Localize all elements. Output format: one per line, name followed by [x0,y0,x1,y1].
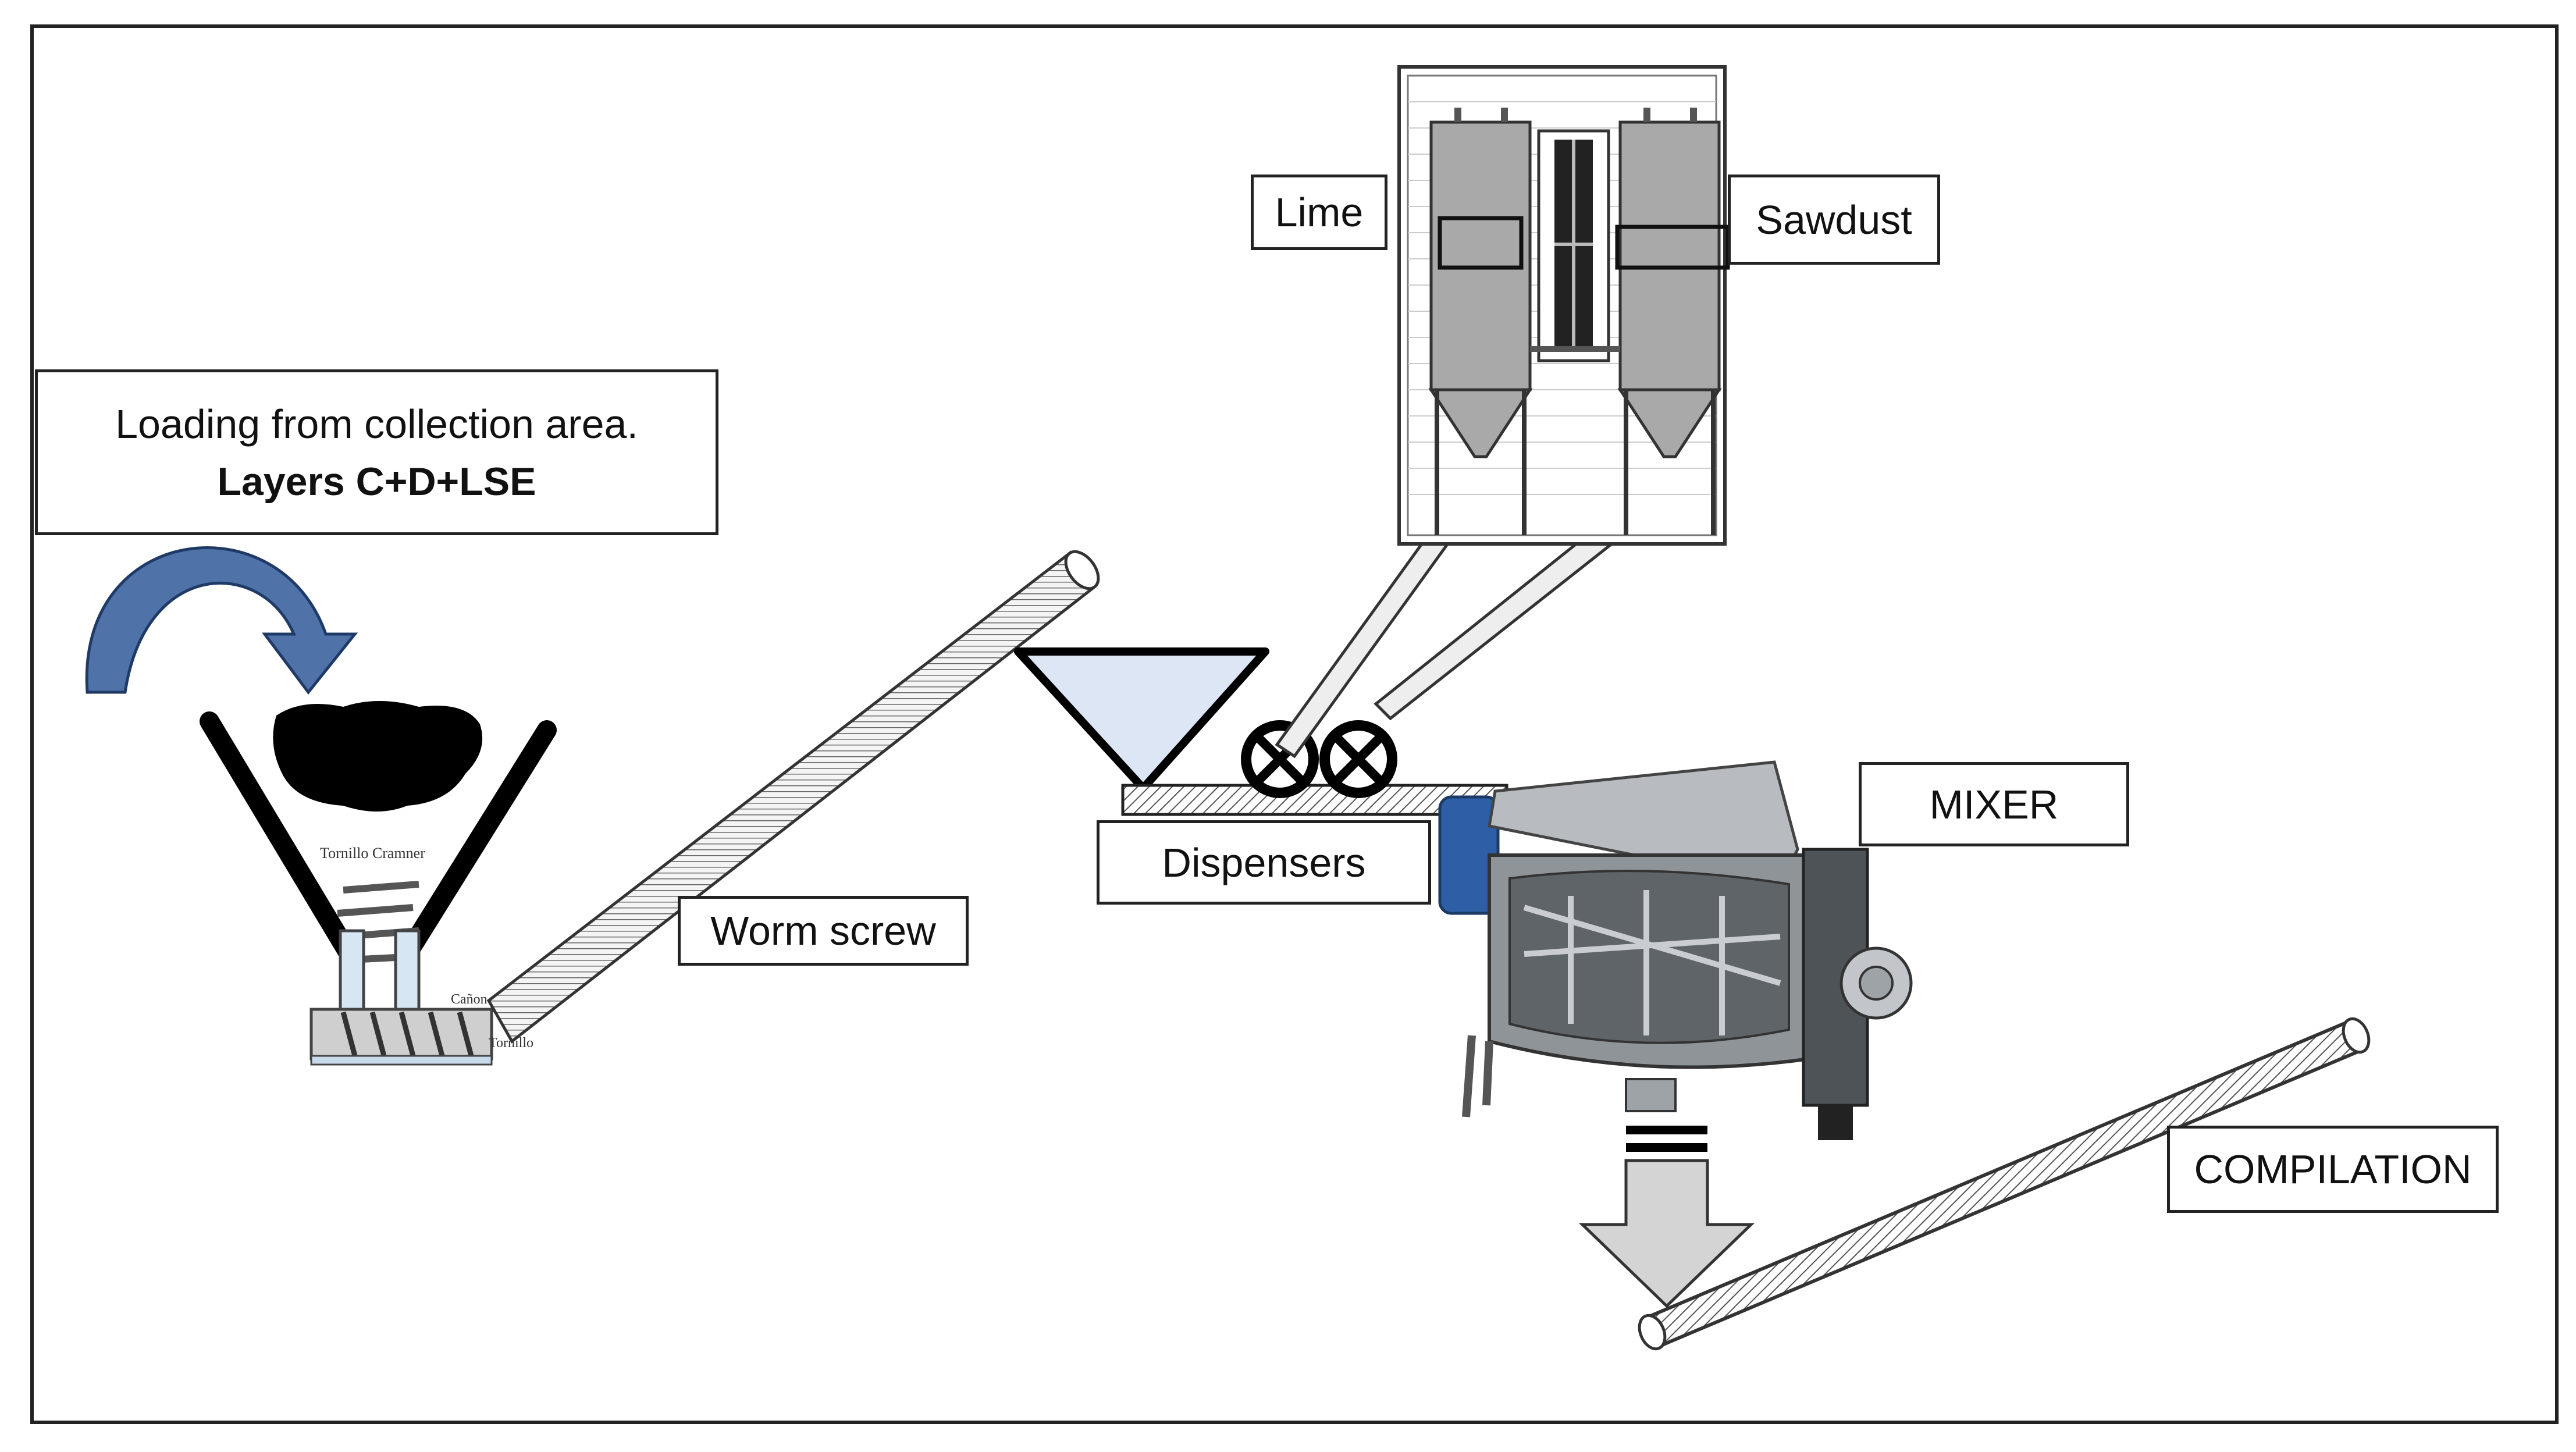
sawdust-silo [1618,120,1721,392]
dosing-valve-sawdust [1319,720,1397,798]
compilation-conveyor [1638,1017,2371,1351]
discharge-arrow [1578,1126,1755,1308]
loading-label-line1: Loading from collection area. [115,401,638,447]
lime-silo [1429,120,1532,392]
dispensers-text: Dispensers [1162,839,1366,885]
sawdust-text: Sawdust [1756,197,1912,243]
silos-structure [1397,65,1730,546]
mixer-label: MIXER [1859,762,2129,846]
worm-screw-label: Worm screw [678,896,969,966]
compilation-text: COMPILATION [2194,1147,2472,1192]
worm-screw-text: Worm screw [710,908,936,953]
worm-screw-conveyor [486,550,1100,1044]
loading-label-line2: Layers C+D+LSE [217,459,536,504]
lime-text: Lime [1275,190,1364,235]
lime-label: Lime [1251,175,1387,250]
loading-label-box: Loading from collection area. Layers C+D… [35,369,718,535]
feed-hopper [200,711,557,1066]
mixer-machine [1438,760,1913,1140]
dispenser-funnel [1014,647,1269,792]
material-pile [273,701,483,812]
sawdust-label: Sawdust [1728,175,1940,265]
loading-arrow [85,546,358,695]
mixer-text: MIXER [1929,781,2059,827]
hopper-caption: Tornillo Cramner [320,845,425,862]
dispensers-label: Dispensers [1097,820,1431,905]
hopper-part-label-a: Cañon [451,992,488,1007]
compilation-label: COMPILATION [2167,1126,2499,1213]
